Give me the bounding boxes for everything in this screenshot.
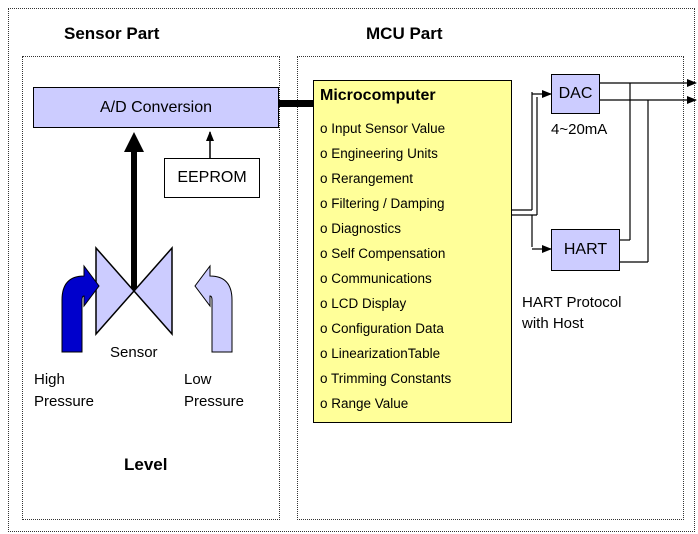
dac-range-label: 4~20mA xyxy=(551,121,608,138)
microcomputer-box: Microcomputer o Input Sensor Value o Eng… xyxy=(313,80,512,423)
mcu-item: o Engineering Units xyxy=(320,146,438,161)
mcu-item: o Configuration Data xyxy=(320,321,444,336)
mcu-item: o LinearizationTable xyxy=(320,346,441,361)
dac-box: DAC xyxy=(551,74,600,114)
high-pressure-arrow xyxy=(61,264,100,353)
mcu-item: o Self Compensation xyxy=(320,246,446,261)
mcu-item: o Communications xyxy=(320,271,432,286)
outer-frame xyxy=(8,8,695,532)
eeprom-box: EEPROM xyxy=(164,158,260,198)
sensor-to-ad-arrowhead xyxy=(124,132,144,152)
sensor-part-title: Sensor Part xyxy=(64,24,160,43)
low-pressure-label-2: Pressure xyxy=(184,393,245,410)
hart-protocol-label-1: HART Protocol xyxy=(522,294,622,311)
mcu-part-frame xyxy=(297,56,684,520)
ad-conversion-box: A/D Conversion xyxy=(33,87,279,128)
mcu-item: o Range Value xyxy=(320,396,409,411)
mcu-item: o Input Sensor Value xyxy=(320,121,446,136)
hart-box: HART xyxy=(551,229,620,271)
high-pressure-label-2: Pressure xyxy=(34,393,95,410)
ad-to-mcu-link xyxy=(279,100,313,107)
mcu-item: o Trimming Constants xyxy=(320,371,452,386)
sensor-valve-right xyxy=(132,246,173,336)
mcu-part-title: MCU Part xyxy=(366,24,443,43)
low-pressure-arrow xyxy=(194,264,233,353)
sensor-valve-left xyxy=(95,246,136,336)
low-pressure-label-1: Low xyxy=(184,371,212,388)
mcu-item: o Filtering / Damping xyxy=(320,196,445,211)
microcomputer-title: Microcomputer xyxy=(320,87,436,104)
mcu-item: o Diagnostics xyxy=(320,221,402,236)
mcu-item: o LCD Display xyxy=(320,296,407,311)
sensor-label: Sensor xyxy=(110,344,158,361)
mcu-item: o Rerangement xyxy=(320,171,414,186)
level-title: Level xyxy=(124,455,168,474)
hart-protocol-label-2: with Host xyxy=(522,315,584,332)
high-pressure-label-1: High xyxy=(34,371,65,388)
sensor-part-frame xyxy=(22,56,280,520)
